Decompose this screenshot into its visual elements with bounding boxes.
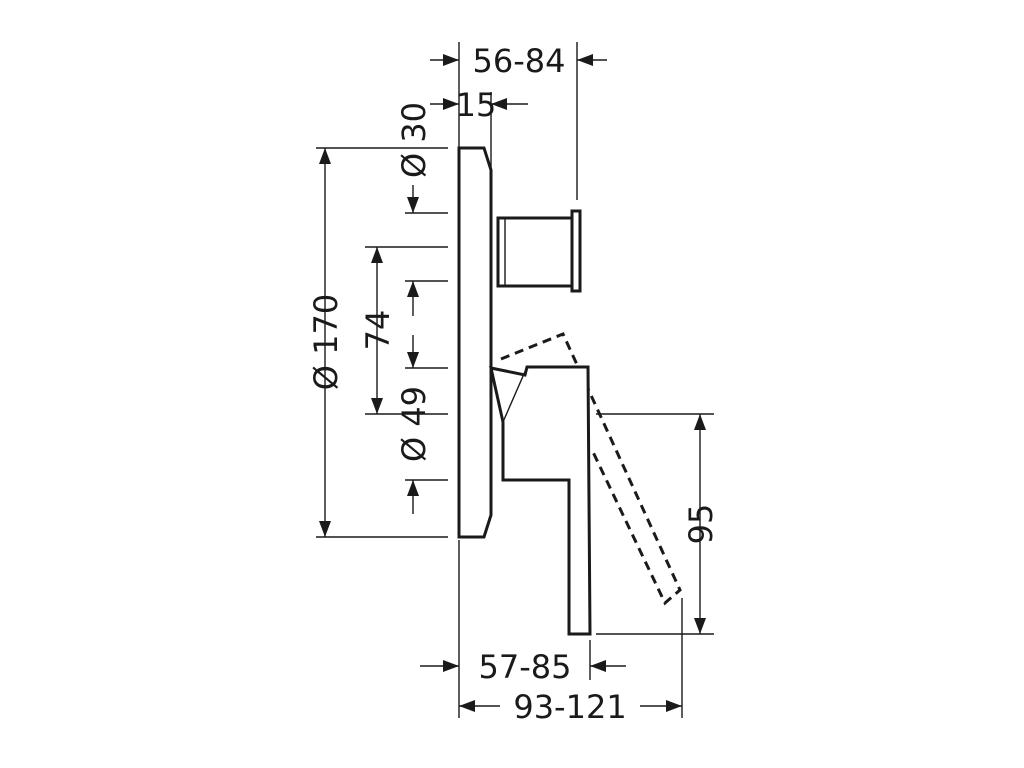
dimension-lines xyxy=(319,54,706,712)
dim-diameter-plate: Ø 170 xyxy=(307,294,345,390)
dim-top-offset: 15 xyxy=(456,86,497,124)
diverter-knob-cap xyxy=(570,209,582,293)
dim-top-width: 56-84 xyxy=(473,42,566,80)
dimension-labels: 56-84 15 Ø 30 Ø 170 74 Ø 49 95 57-85 93-… xyxy=(307,42,720,726)
wall-plate xyxy=(457,146,493,539)
extension-lines xyxy=(316,42,714,718)
diverter-knob xyxy=(496,216,574,288)
dim-diameter-small: Ø 30 xyxy=(395,102,433,178)
dim-handle-height: 95 xyxy=(682,504,720,545)
dim-height-center: 74 xyxy=(359,310,397,351)
dim-bottom-depth: 57-85 xyxy=(479,648,572,686)
product-profile xyxy=(457,146,682,636)
dim-diameter-mid: Ø 49 xyxy=(395,386,433,462)
lever-handle xyxy=(489,365,592,636)
dim-bottom-total: 93-121 xyxy=(513,688,626,726)
